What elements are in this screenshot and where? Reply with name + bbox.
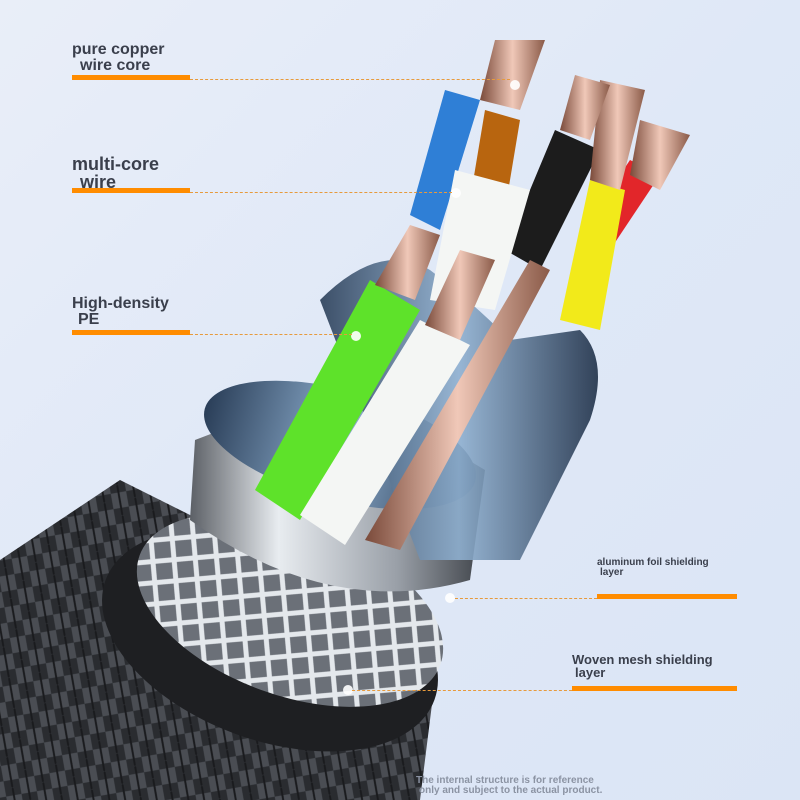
label-line: layer [600,567,624,578]
label-woven-mesh-shielding-layer: Woven mesh shielding layer [572,653,713,679]
label-line: pure copper [72,41,165,58]
leader-line [190,192,452,193]
label-line: Woven mesh shielding [572,652,713,667]
disclaimer-line: only and subject to the actual product. [419,785,603,796]
label-bar [72,330,190,335]
label-line: High-density [72,295,169,312]
label-high-density-pe: High-density PE [72,296,169,328]
leader-line [190,334,352,335]
inner-wires [255,40,690,550]
label-line: multi-core [72,154,160,174]
disclaimer-line: The internal structure is for reference [416,775,594,786]
leader-line [455,598,597,599]
leader-line [352,690,572,691]
label-bar [572,686,737,691]
label-line: layer [575,665,606,680]
label-bar [597,594,737,599]
label-line: PE [78,311,100,328]
label-bar [72,188,190,193]
leader-line [190,79,510,80]
label-bar [72,75,190,80]
label-pure-copper-wire-core: pure copper wire core [72,42,164,74]
disclaimer: The internal structure is for reference … [416,776,602,796]
pointer-dots [343,80,520,695]
label-line: wire core [80,57,151,74]
label-line: aluminum foil shielding [597,557,709,568]
label-aluminum-foil-shielding-layer: aluminum foil shielding layer [597,558,709,578]
label-line: wire [80,172,117,192]
label-multi-core-wire: multi-core wire [72,155,159,191]
